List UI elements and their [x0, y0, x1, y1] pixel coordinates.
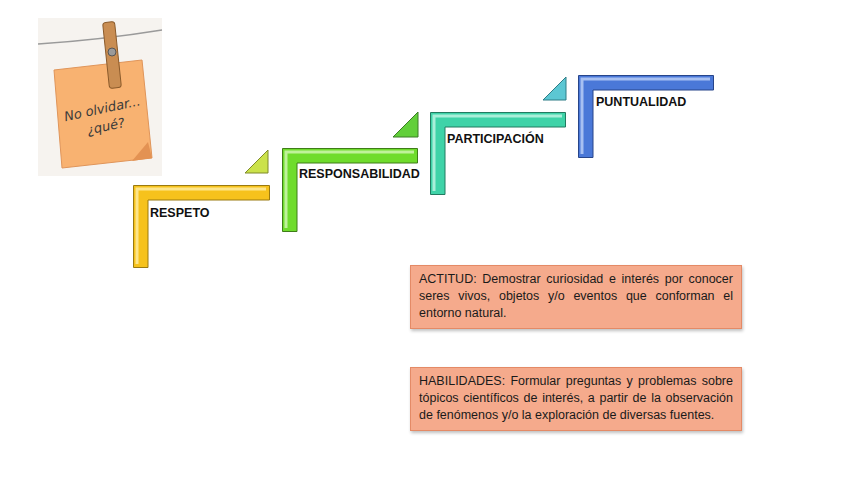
info-text: HABILIDADES: Formular preguntas y proble…	[419, 373, 733, 424]
info-box: HABILIDADES: Formular preguntas y proble…	[410, 367, 742, 431]
note-paper	[54, 60, 152, 168]
step-outline	[431, 113, 566, 195]
clothespin	[103, 22, 122, 89]
note-illustration	[48, 22, 160, 172]
sticky-note: No olvidar... ¿qué?	[48, 22, 160, 172]
step-shape	[578, 75, 714, 158]
step-triangle	[393, 112, 418, 137]
step-label: PARTICIPACIÓN	[447, 132, 544, 146]
step-label: RESPETO	[150, 206, 210, 220]
step-triangle	[245, 150, 268, 173]
note-curl	[132, 142, 152, 161]
info-text: ACTITUD: Demostrar curiosidad e interés …	[419, 271, 733, 322]
clothespin-spring	[108, 48, 116, 56]
step-label: RESPONSABILIDAD	[299, 167, 420, 181]
step-highlight	[286, 152, 414, 228]
info-box: ACTITUD: Demostrar curiosidad e interés …	[410, 265, 742, 329]
step-label: PUNTUALIDAD	[596, 95, 686, 109]
step-outline	[283, 149, 418, 232]
step-outline	[579, 76, 714, 158]
step-shape	[133, 185, 270, 268]
step-node: RESPETO	[133, 185, 270, 268]
step-triangle	[543, 77, 566, 100]
step-shape	[430, 112, 566, 195]
step-shape	[282, 148, 418, 232]
step-node: PARTICIPACIÓN	[430, 112, 566, 195]
string	[38, 30, 162, 44]
step-node: RESPONSABILIDAD	[282, 148, 418, 232]
step-highlight	[434, 116, 562, 191]
note-frame	[38, 18, 162, 176]
step-highlight	[137, 189, 266, 264]
step-highlight	[582, 79, 710, 154]
step-node: PUNTUALIDAD	[578, 75, 714, 158]
step-outline	[134, 186, 270, 268]
